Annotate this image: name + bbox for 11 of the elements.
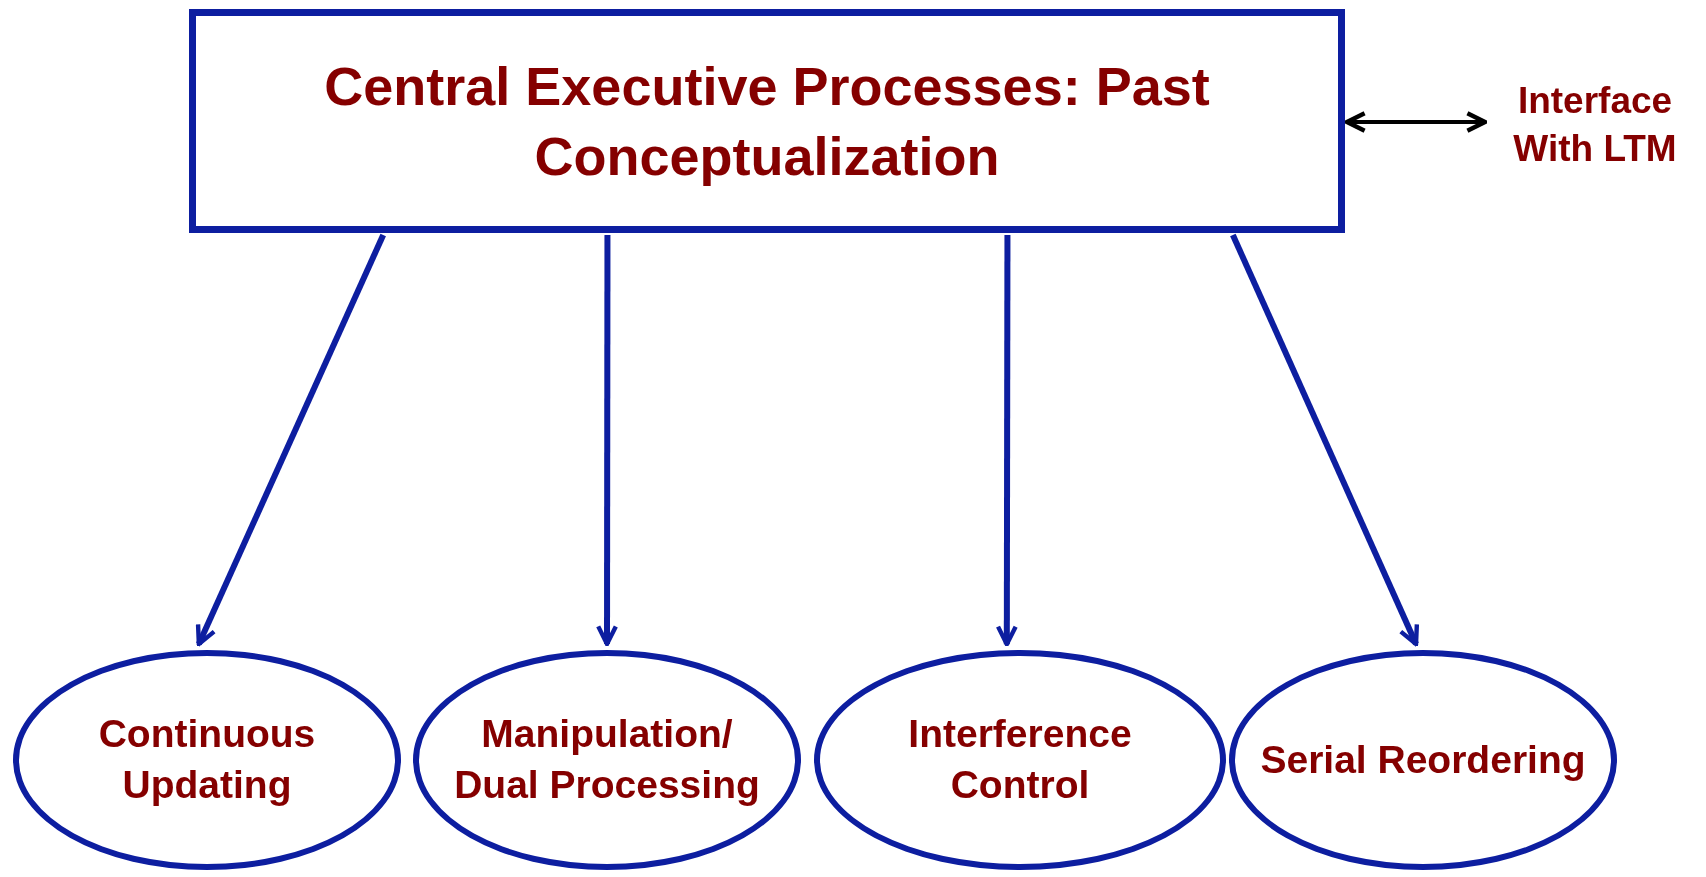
arrow — [195, 233, 386, 647]
node-text: Continuous Updating — [97, 711, 317, 808]
arrow — [995, 235, 1018, 647]
node-label: Interface With LTM — [1512, 78, 1678, 171]
process-box — [189, 9, 1345, 233]
node-text: Serial Reordering — [1260, 736, 1586, 783]
arrow — [1344, 111, 1488, 133]
node-text: Central Executive Processes: Past Conceptualization — [323, 54, 1211, 188]
node-text: Interference Control — [907, 711, 1133, 808]
node-text: Manipulation/ Dual Processing — [453, 711, 761, 808]
arrow — [596, 235, 618, 647]
